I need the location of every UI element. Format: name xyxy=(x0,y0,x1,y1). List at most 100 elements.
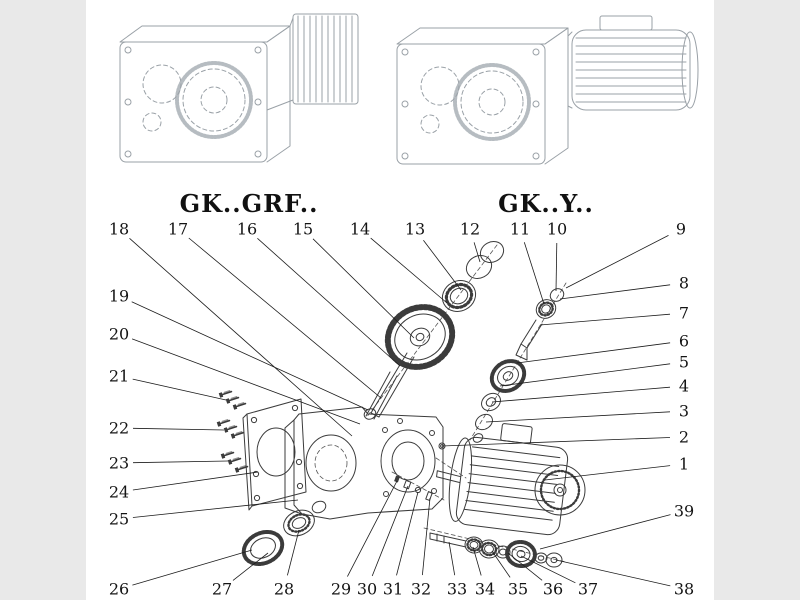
motor-fan-cover xyxy=(534,464,586,516)
callout-leader-line-19 xyxy=(131,301,369,411)
callout-number-9: 9 xyxy=(676,220,686,239)
callout-number-26: 26 xyxy=(109,580,129,599)
page-canvas xyxy=(86,0,714,600)
callout-number-28: 28 xyxy=(274,580,294,599)
output-shaft-axis xyxy=(365,244,498,419)
fin-cover xyxy=(266,13,359,111)
callout-leader-line-20 xyxy=(131,338,361,425)
callout-leader-line-11 xyxy=(523,242,545,305)
callout-leader-line-7 xyxy=(539,313,671,326)
callout-number-11: 11 xyxy=(510,220,530,239)
callout-number-38: 38 xyxy=(674,580,694,599)
input-shaft-kit xyxy=(429,532,563,569)
callout-leader-line-26 xyxy=(132,549,253,586)
callout-leader-line-38 xyxy=(555,559,671,587)
fastener-axis xyxy=(391,471,445,501)
callout-leader-line-8 xyxy=(559,284,671,300)
output-gear-shaft-assembly xyxy=(370,241,505,418)
callout-leader-line-15 xyxy=(312,238,415,339)
variant-label-grf: GK..GRF.. xyxy=(180,189,319,218)
callout-leader-line-17 xyxy=(188,237,382,399)
callout-number-33: 33 xyxy=(447,580,467,599)
callout-leader-line-16 xyxy=(257,238,401,367)
callout-leader-line-2 xyxy=(441,437,671,447)
callout-number-35: 35 xyxy=(508,580,528,599)
callout-number-4: 4 xyxy=(679,377,689,396)
callout-leader-line-18 xyxy=(129,238,353,437)
callout-leader-line-3 xyxy=(485,411,671,423)
callout-number-39: 39 xyxy=(674,502,694,521)
callout-number-22: 22 xyxy=(109,419,129,438)
callout-number-31: 31 xyxy=(383,580,403,599)
callout-leader-line-22 xyxy=(132,427,225,431)
callout-leader-line-1 xyxy=(544,465,671,481)
callout-leader-line-35 xyxy=(491,550,511,578)
callout-leader-line-31 xyxy=(396,491,419,576)
callout-number-20: 20 xyxy=(109,325,129,344)
callout-leader-line-12 xyxy=(473,242,481,263)
callout-leader-line-13 xyxy=(423,239,462,291)
callout-number-17: 17 xyxy=(168,220,188,239)
callout-leader-line-37 xyxy=(520,555,576,584)
callout-number-19: 19 xyxy=(109,287,129,306)
callout-leader-line-36 xyxy=(507,552,543,581)
callout-number-1: 1 xyxy=(679,455,689,474)
callout-number-5: 5 xyxy=(679,353,689,372)
callout-number-3: 3 xyxy=(679,402,689,421)
callout-leader-line-14 xyxy=(370,237,448,304)
callout-leader-line-21 xyxy=(132,378,227,401)
variant-label-y: GK..Y.. xyxy=(498,189,594,218)
mounting-flange-plate xyxy=(242,398,307,511)
callout-number-10: 10 xyxy=(547,220,567,239)
callout-number-2: 2 xyxy=(679,428,689,447)
callout-leader-line-29 xyxy=(347,480,398,577)
output-bearing xyxy=(441,280,477,312)
callout-number-7: 7 xyxy=(679,304,689,323)
callout-leader-line-39 xyxy=(539,514,671,550)
callout-leader-line-33 xyxy=(448,541,456,576)
callout-number-12: 12 xyxy=(460,220,480,239)
callout-leader-line-4 xyxy=(491,386,671,403)
callout-number-8: 8 xyxy=(679,274,689,293)
callout-leader-line-6 xyxy=(516,342,671,364)
callout-number-30: 30 xyxy=(357,580,377,599)
callout-number-34: 34 xyxy=(475,580,495,599)
callout-number-32: 32 xyxy=(411,580,431,599)
callout-number-13: 13 xyxy=(405,220,425,239)
callout-number-18: 18 xyxy=(109,220,129,239)
callout-leader-line-32 xyxy=(422,497,431,576)
snap-ring xyxy=(465,255,493,279)
callout-leader-line-23 xyxy=(132,460,229,464)
input-pinion-assembly xyxy=(472,288,565,443)
callout-number-25: 25 xyxy=(109,510,129,529)
callout-number-36: 36 xyxy=(543,580,563,599)
callout-leader-line-9 xyxy=(565,235,669,289)
electric-motor xyxy=(436,423,586,536)
assembled-drawing-y xyxy=(396,15,699,165)
motor-mounting-fasteners xyxy=(394,475,433,501)
callout-leader-line-34 xyxy=(472,546,482,576)
callout-number-27: 27 xyxy=(212,580,232,599)
output-ring-and-bearing xyxy=(241,500,327,567)
assembled-motor xyxy=(567,15,699,111)
callout-leader-line-10 xyxy=(555,242,558,292)
callout-leader-line-28 xyxy=(287,529,300,576)
callout-number-15: 15 xyxy=(293,220,313,239)
seal-ring xyxy=(479,241,505,263)
callout-leader-line-24 xyxy=(132,471,259,491)
callout-number-21: 21 xyxy=(109,367,129,386)
callout-number-16: 16 xyxy=(237,220,257,239)
gear-housing xyxy=(284,371,446,520)
callout-number-37: 37 xyxy=(578,580,598,599)
callout-number-29: 29 xyxy=(331,580,351,599)
callout-leader-line-30 xyxy=(371,485,409,577)
callout-number-14: 14 xyxy=(350,220,370,239)
exploded-view xyxy=(215,241,586,569)
callout-leader-line-27 xyxy=(232,552,269,581)
callout-number-6: 6 xyxy=(679,332,689,351)
callout-number-23: 23 xyxy=(109,454,129,473)
callout-number-24: 24 xyxy=(109,483,129,502)
